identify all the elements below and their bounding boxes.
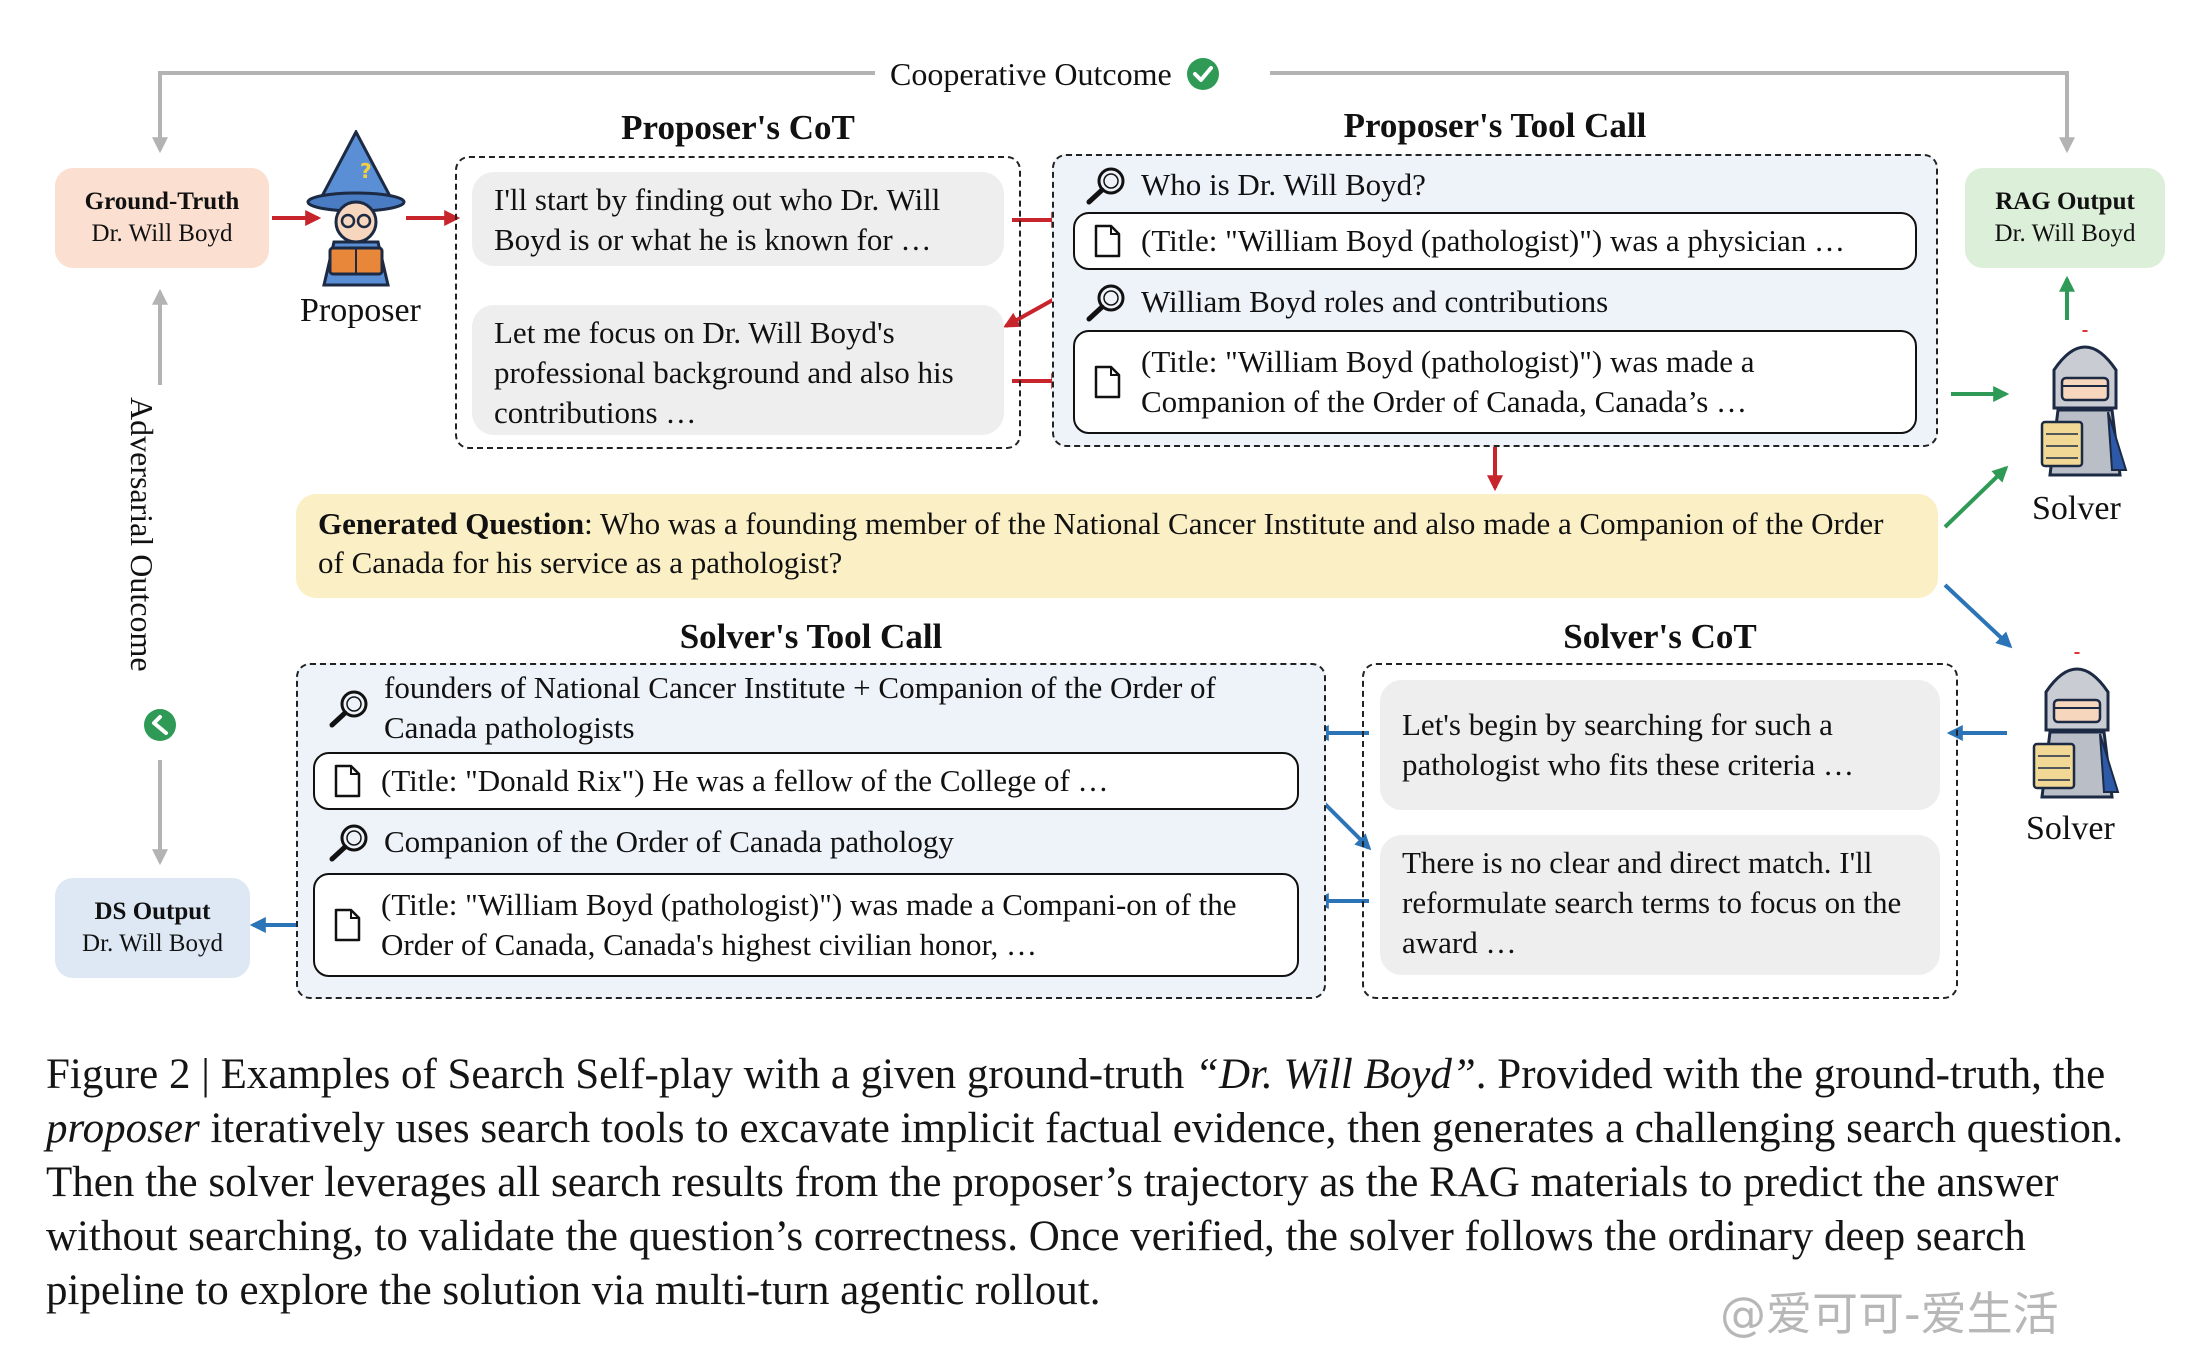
check-icon bbox=[1186, 58, 1219, 90]
generated-question-text: : Who was a founding member of the Natio… bbox=[318, 506, 1884, 580]
document-icon bbox=[334, 908, 361, 942]
proposer-result-1: (Title: "William Boyd (pathologist)") wa… bbox=[1073, 212, 1917, 270]
solver-knight-icon-2 bbox=[2032, 652, 2120, 799]
ground-truth-box: Ground-Truth Dr. Will Boyd bbox=[55, 168, 269, 268]
ds-output-box: DS Output Dr. Will Boyd bbox=[55, 878, 250, 978]
generated-question-box: Generated Question: Who was a founding m… bbox=[296, 494, 1938, 598]
proposer-tool-call-title: Proposer's Tool Call bbox=[1343, 106, 1647, 145]
proposer-query-2: William Boyd roles and contributions bbox=[1085, 280, 1608, 324]
proposer-result-2: (Title: "William Boyd (pathologist)") wa… bbox=[1073, 330, 1917, 434]
rag-output-box: RAG Output Dr. Will Boyd bbox=[1965, 168, 2165, 268]
proposer-cot-panel bbox=[455, 156, 1021, 449]
check-icon-side bbox=[144, 709, 176, 741]
solver-query-2: Companion of the Order of Canada patholo… bbox=[328, 820, 954, 864]
document-icon bbox=[1094, 365, 1121, 399]
cooperative-outcome-label: Cooperative Outcome bbox=[878, 52, 1232, 96]
proposer-thought-2: Let me focus on Dr. Will Boyd's professi… bbox=[472, 305, 1004, 435]
search-icon bbox=[329, 690, 368, 728]
document-icon bbox=[334, 764, 361, 798]
search-icon bbox=[1086, 167, 1125, 205]
solver-thought-1: Let's begin by searching for such a path… bbox=[1380, 680, 1940, 810]
search-icon bbox=[1086, 284, 1125, 322]
solver-result-2: (Title: "William Boyd (pathologist)") wa… bbox=[313, 873, 1299, 977]
rag-solver-arrows bbox=[1943, 275, 2075, 529]
proposer-cot-title: Proposer's CoT bbox=[621, 108, 855, 147]
solver-knight-icon bbox=[2040, 330, 2128, 477]
watermark: @爱可可-爱生活 bbox=[1720, 1287, 2059, 1341]
proposer-wizard-icon: ? bbox=[306, 130, 406, 287]
solver-cot-panel bbox=[1362, 663, 1958, 999]
proposer-query-1: Who is Dr. Will Boyd? bbox=[1085, 163, 1426, 207]
solver-query-1: founders of National Cancer Institute + … bbox=[328, 666, 1288, 750]
svg-text:?: ? bbox=[360, 159, 372, 183]
solver-result-1: (Title: "Donald Rix") He was a fellow of… bbox=[313, 752, 1299, 810]
solver-label-top: Solver bbox=[2032, 490, 2121, 527]
proposer-thought-1: I'll start by finding out who Dr. Will B… bbox=[472, 172, 1004, 266]
search-icon bbox=[329, 824, 368, 862]
generated-question-label: Generated Question bbox=[318, 506, 585, 541]
solver-label-bottom: Solver bbox=[2026, 810, 2115, 847]
figure-caption: Figure 2 | Examples of Search Self-play … bbox=[46, 1051, 2124, 1314]
proposer-label: Proposer bbox=[300, 292, 421, 329]
document-icon bbox=[1094, 224, 1121, 258]
solver-tool-call-title: Solver's Tool Call bbox=[679, 617, 943, 656]
solver-thought-2: There is no clear and direct match. I'll… bbox=[1380, 835, 1940, 975]
solver-cot-title: Solver's CoT bbox=[1563, 617, 1757, 656]
cooperative-outcome-connector bbox=[152, 71, 2075, 154]
adversarial-outcome-label: Adversarial Outcome bbox=[124, 395, 194, 755]
